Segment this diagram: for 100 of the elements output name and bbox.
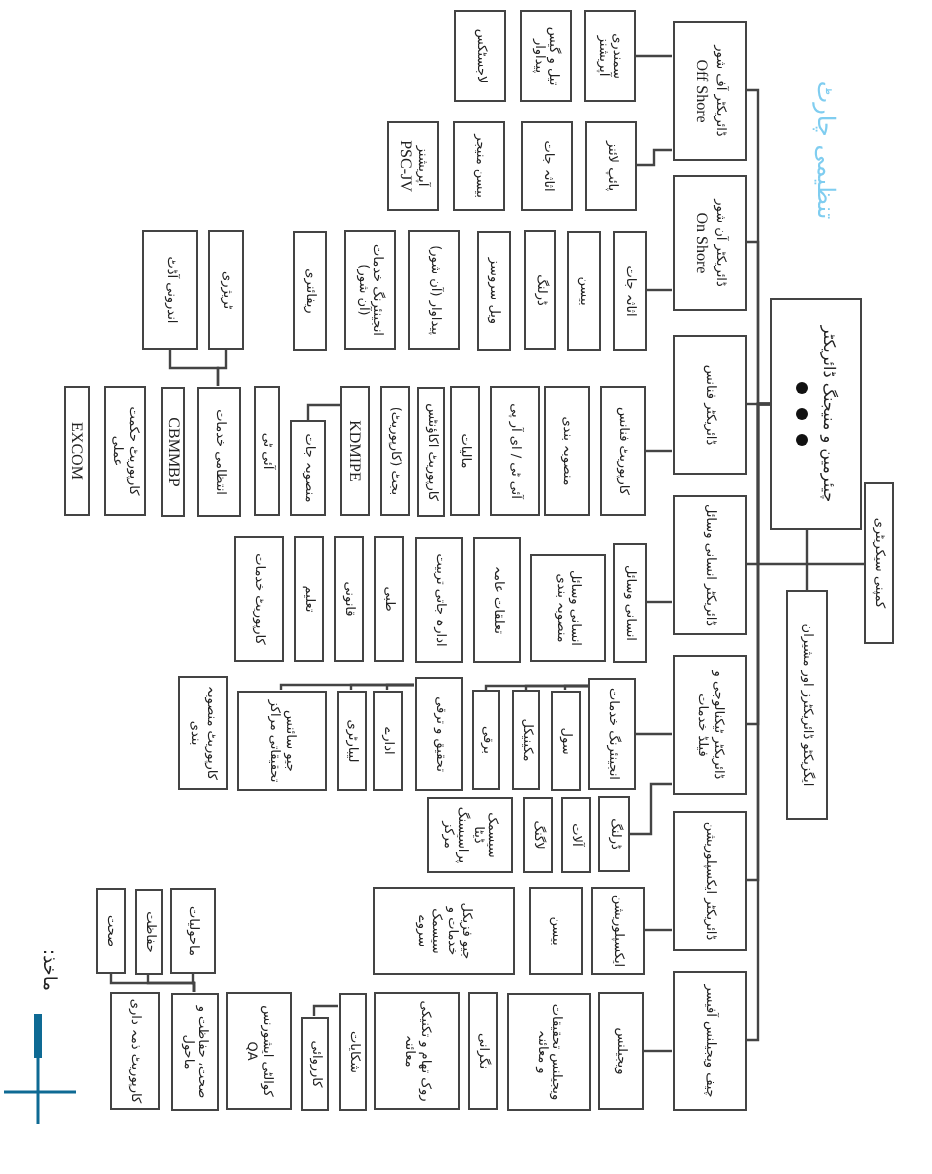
org-box — [294, 536, 324, 662]
connector-line — [644, 1049, 672, 1053]
org-box — [506, 992, 590, 1110]
org-box — [454, 10, 506, 102]
org-box — [512, 690, 540, 790]
org-box — [612, 542, 646, 662]
org-box — [340, 386, 370, 516]
org-box — [372, 690, 402, 790]
org-box — [672, 654, 746, 794]
org-box — [196, 386, 240, 516]
org-box — [336, 690, 366, 790]
org-box — [524, 230, 556, 350]
org-box — [566, 230, 600, 350]
org-box — [374, 992, 460, 1110]
org-box — [160, 386, 184, 516]
org-box — [612, 230, 646, 350]
connector-line — [279, 683, 414, 690]
org-box — [600, 386, 646, 516]
org-box — [170, 992, 218, 1110]
box-label: چیئرمین و منیجنگ ڈائریکٹر — [818, 323, 838, 507]
org-box — [208, 230, 244, 350]
box-label: PSC-JV — [395, 139, 414, 191]
org-box — [414, 536, 462, 662]
box-label: On Shore — [692, 211, 711, 273]
org-box — [672, 810, 746, 950]
org-box — [770, 298, 862, 530]
connector-line — [646, 600, 672, 604]
org-box — [386, 120, 438, 210]
connector-line — [109, 974, 196, 992]
org-box — [520, 120, 572, 210]
connector-line — [805, 530, 809, 590]
org-box — [590, 886, 644, 974]
org-box — [450, 386, 480, 516]
org-box — [170, 888, 216, 974]
org-box — [786, 590, 828, 820]
connector-line — [636, 148, 672, 167]
org-box — [588, 678, 636, 790]
org-box — [672, 20, 746, 160]
org-box — [452, 120, 504, 210]
connector-line — [756, 402, 864, 566]
org-box — [142, 230, 198, 350]
org-box — [550, 690, 580, 790]
org-box — [530, 554, 606, 662]
org-box — [236, 690, 326, 790]
connector-line — [646, 288, 672, 292]
source-label: ماخذ: — [36, 947, 58, 995]
org-box — [338, 992, 366, 1110]
org-box — [234, 536, 284, 662]
org-box — [672, 334, 746, 474]
org-box — [672, 174, 746, 310]
org-box — [584, 120, 636, 210]
connector-line — [644, 928, 672, 932]
org-box — [110, 992, 160, 1110]
org-box — [134, 888, 162, 974]
org-box — [416, 386, 444, 516]
org-box — [472, 690, 500, 790]
org-box — [292, 230, 326, 350]
org-box — [472, 536, 520, 662]
org-box — [408, 230, 460, 350]
connector-line — [630, 782, 672, 836]
box-label: CBMMBP — [162, 416, 182, 486]
org-box — [598, 796, 630, 872]
org-box — [520, 10, 572, 102]
org-box — [374, 536, 404, 662]
org-box — [334, 536, 364, 662]
connector-line — [312, 1004, 338, 1016]
org-box — [64, 386, 90, 516]
org-box — [344, 230, 396, 350]
org-box — [178, 676, 228, 790]
org-box — [380, 386, 410, 516]
box-label: KDMIPE — [345, 420, 365, 482]
connector-line — [306, 403, 340, 420]
org-box — [584, 10, 636, 102]
connector-line — [646, 449, 672, 453]
box-label: Off Shore — [692, 58, 711, 122]
org-box — [414, 676, 462, 790]
org-box — [372, 886, 514, 974]
connector-line — [484, 684, 588, 690]
org-box — [560, 796, 590, 872]
org-box — [96, 888, 126, 974]
org-box — [544, 386, 590, 516]
org-box — [476, 230, 510, 350]
org-box — [300, 1016, 328, 1110]
connector-line — [168, 350, 220, 386]
org-box — [468, 992, 498, 1110]
org-box — [426, 796, 512, 872]
chart-title: تنظیمی چارٹ — [810, 78, 840, 224]
connector-line — [636, 54, 672, 58]
connector-line — [636, 732, 672, 736]
org-box — [254, 386, 280, 516]
box-label: EXCOM — [67, 422, 87, 480]
org-box — [672, 970, 746, 1110]
org-box — [528, 886, 582, 974]
org-box — [226, 992, 292, 1110]
org-box — [672, 494, 746, 634]
org-box — [522, 796, 552, 872]
org-box — [864, 482, 894, 644]
org-box — [290, 420, 326, 516]
org-box — [598, 992, 644, 1110]
org-box — [490, 386, 540, 516]
